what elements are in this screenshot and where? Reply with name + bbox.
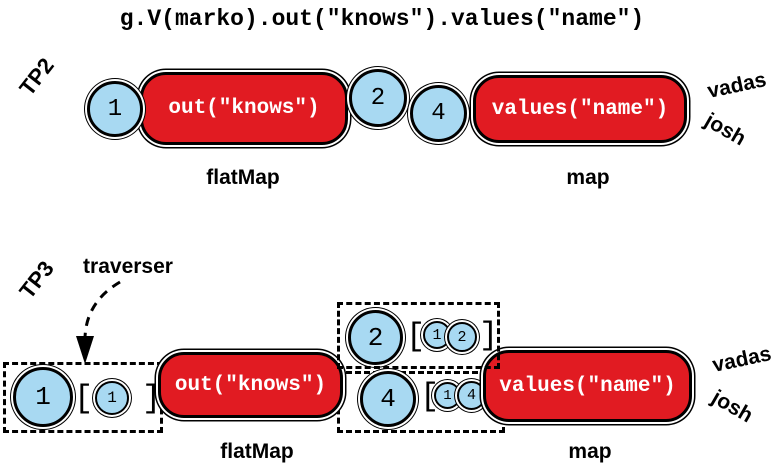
tp3-map-step-box: values("name") [483, 350, 692, 422]
tp3-traverser-a-path1-circle: 1 [423, 321, 451, 349]
tp3-traverser-a-circle: 2 [348, 310, 403, 365]
tp2-token-circle-2: 2 [349, 69, 407, 127]
tp3-input-bracket-open: [ [74, 380, 94, 417]
tp2-flatmap-caption: flatMap [206, 166, 280, 189]
tp3-result-vadas: vadas [710, 342, 774, 377]
traverser-arrow [76, 280, 121, 364]
tp2-token-circle-1: 1 [87, 81, 143, 137]
tp3-label: TP3 [14, 256, 59, 304]
tp3-input-bulk-circle: 1 [95, 381, 129, 415]
tp3-traverser-a-path1-value: 1 [432, 326, 442, 344]
tp2-token-2-value: 2 [370, 84, 386, 112]
tp3-traverser-b-circle: 4 [360, 371, 416, 427]
tp3-traverser-a-path2-circle: 2 [447, 322, 477, 352]
tp3-flatmap-step-box: out("knows") [158, 352, 343, 418]
tp3-traverser-b-value: 4 [380, 384, 396, 414]
tp3-traverser-a-value: 2 [367, 322, 384, 353]
tp3-traverser-caption: traverser [83, 255, 173, 278]
tp2-map-step-box: values("name") [473, 75, 687, 143]
tp2-map-caption: map [566, 166, 610, 189]
tp3-input-traverser-value: 1 [35, 382, 51, 412]
tp2-token-circle-4: 4 [410, 85, 467, 142]
tp3-map-step-text: values("name") [499, 374, 676, 398]
tp2-map-step-text: values("name") [491, 97, 669, 121]
tp3-traverser-a-path2-value: 2 [457, 328, 467, 346]
tp3-traverser-b-path2-circle: 4 [457, 381, 486, 410]
tp2-token-1-value: 1 [107, 95, 123, 123]
tp2-label: TP2 [14, 53, 59, 101]
tp3-traverser-a-bracket-close: ] [479, 317, 499, 354]
tp3-flatmap-caption: flatMap [220, 440, 294, 463]
tp3-input-bulk-value: 1 [107, 389, 117, 407]
tp2-result-josh: josh [700, 108, 750, 151]
tp3-input-traverser-circle: 1 [13, 367, 73, 427]
tp2-flatmap-step-text: out("knows") [168, 97, 320, 120]
tp3-traverser-b-bracket-open: [ [420, 378, 440, 415]
tp2-token-4-value: 4 [431, 100, 446, 127]
gremlin-query-title: g.V(marko).out("knows").values("name") [119, 6, 645, 32]
tp3-map-caption: map [568, 440, 612, 463]
tp2-flatmap-step-box: out("knows") [140, 72, 348, 145]
tp3-result-josh: josh [707, 385, 757, 428]
tp3-traverser-a-bracket-open: [ [406, 318, 426, 355]
tp3-traverser-b-path2-value: 4 [466, 387, 476, 404]
tp3-traverser-b-path1-value: 1 [443, 387, 452, 404]
tp3-input-bracket-close: ] [142, 380, 162, 417]
tp3-flatmap-step-text: out("knows") [174, 373, 327, 397]
tp2-result-vadas: vadas [705, 68, 769, 103]
